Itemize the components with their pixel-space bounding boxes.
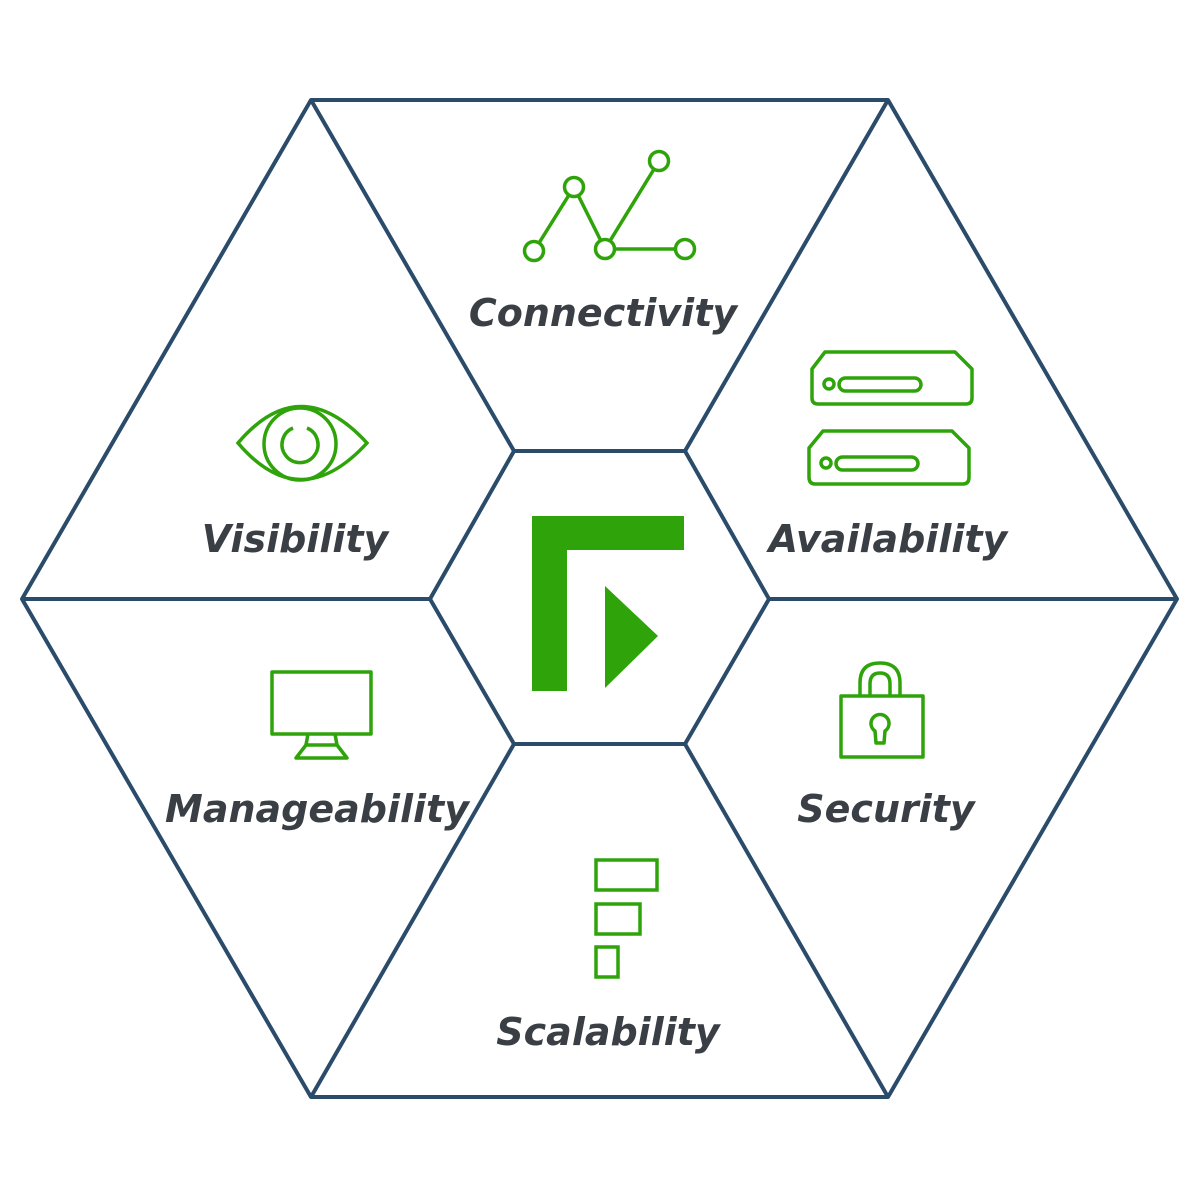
segment-label-scalability: Scalability <box>496 1010 722 1054</box>
segment-label-security: Security <box>797 787 977 831</box>
server-stack-icon <box>807 350 974 486</box>
eye-icon <box>235 404 370 482</box>
padlock-icon <box>839 661 925 759</box>
spoke-bottom-right <box>683 743 890 1098</box>
network-nodes-icon <box>522 149 697 263</box>
segment-label-availability: Availability <box>766 517 1010 561</box>
inner-hexagon <box>428 449 771 746</box>
spoke-bottom-left <box>309 743 516 1098</box>
hexagon-outline <box>20 98 1179 1099</box>
monitor-icon <box>270 670 373 760</box>
segment-label-visibility: Visibility <box>202 517 391 561</box>
segment-label-manageability: Manageability <box>165 787 471 831</box>
spoke-top-left <box>309 98 516 453</box>
stacked-bars-icon <box>594 858 659 979</box>
spoke-top-right <box>683 98 890 453</box>
segment-label-connectivity: Connectivity <box>469 291 740 335</box>
forescout-logo-icon <box>532 516 684 691</box>
